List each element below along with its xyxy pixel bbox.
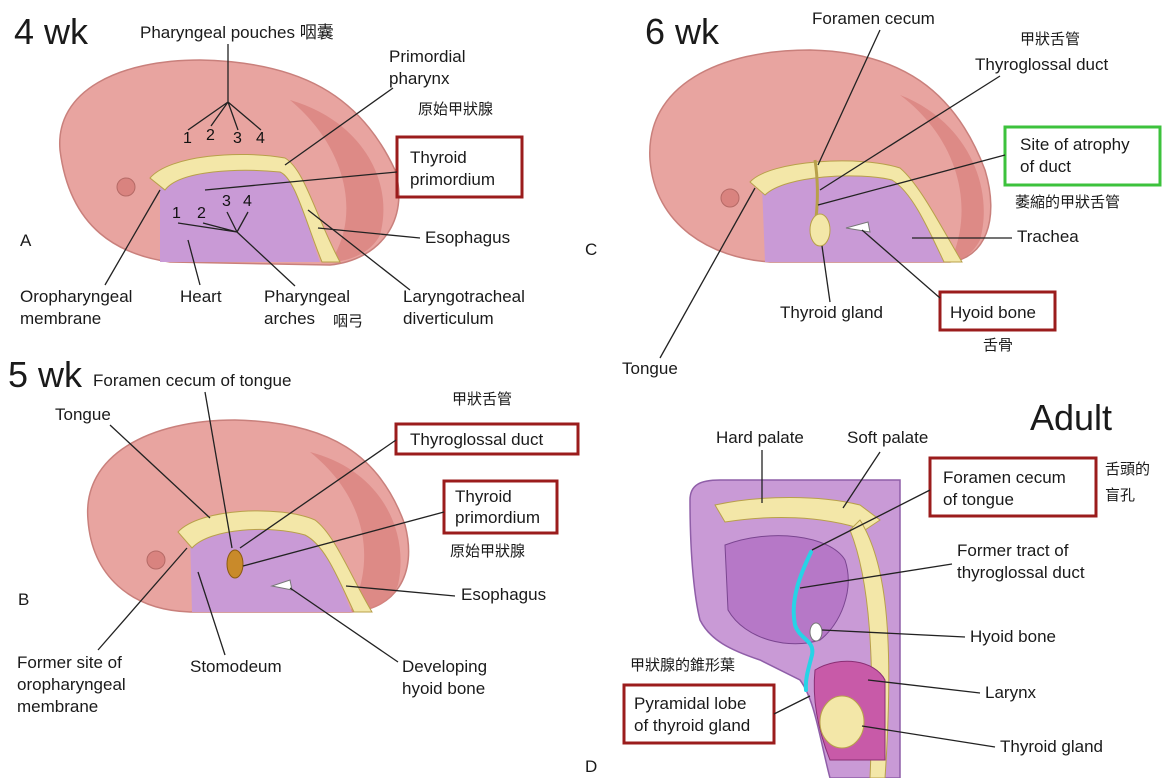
panel-b-letter: B [18, 590, 29, 609]
panel-b-stage: 5 wk [8, 354, 83, 395]
label-primordial-pharynx-2: pharynx [389, 69, 450, 88]
panel-c-eye [721, 189, 739, 207]
panel-c: 6 wk C Foramen cecum 甲狀舌管 Thyroglossal d… [585, 9, 1160, 378]
panel-b: 5 wk B Foramen cecum of tongue Tongue 甲狀… [8, 354, 578, 716]
label-former-site-3: membrane [17, 697, 98, 716]
label-arches-zh: 咽弓 [333, 313, 363, 330]
label-former-tract-1: Former tract of [957, 541, 1069, 560]
label-thyroid-a-1: Thyroid [410, 148, 467, 167]
label-pyramidal-zh: 甲狀腺的錐形葉 [630, 657, 735, 674]
label-laryngotracheal-2: diverticulum [403, 309, 494, 328]
panel-a-eye [117, 178, 135, 196]
panel-c-letter: C [585, 240, 597, 259]
panel-a: 4 wk A Pharyngeal pouches 咽囊 1 2 3 4 1 2… [14, 11, 525, 330]
arch-number-3: 3 [222, 193, 231, 210]
label-soft-palate: Soft palate [847, 428, 928, 447]
arch-number-1: 1 [172, 205, 181, 222]
label-pyramidal-1: Pyramidal lobe [634, 694, 746, 713]
label-thyroglossal-duct-b: Thyroglossal duct [410, 430, 544, 449]
label-duct-zh-b: 甲狀舌管 [452, 391, 512, 408]
label-foramen-zh-1: 舌頭的 [1105, 461, 1150, 478]
panel-c-thyroid [810, 214, 830, 246]
label-larynx: Larynx [985, 683, 1037, 702]
label-developing-hyoid-2: hyoid bone [402, 679, 485, 698]
label-primordial-pharynx-1: Primordial [389, 47, 466, 66]
label-thyroid-b-1: Thyroid [455, 487, 512, 506]
label-tongue-b: Tongue [55, 405, 111, 424]
label-thyroid-gland-c: Thyroid gland [780, 303, 883, 322]
panel-d-stage: Adult [1030, 397, 1112, 438]
arch-number-4: 4 [243, 193, 252, 210]
label-foramen-d-1: Foramen cecum [943, 468, 1066, 487]
panel-b-thyroid-primordium [227, 550, 243, 578]
panel-d-thyroid [820, 696, 864, 748]
label-heart: Heart [180, 287, 222, 306]
panel-d-letter: D [585, 757, 597, 776]
label-esophagus-b: Esophagus [461, 585, 546, 604]
label-oropharyngeal-2: membrane [20, 309, 101, 328]
pouch-number-4: 4 [256, 130, 265, 147]
label-atrophy-zh: 萎縮的甲狀舌管 [1015, 194, 1120, 211]
label-foramen-cecum-c: Foramen cecum [812, 9, 935, 28]
label-developing-hyoid-1: Developing [402, 657, 487, 676]
label-pharyngeal-arches-2: arches [264, 309, 315, 328]
label-hyoid-c: Hyoid bone [950, 303, 1036, 322]
panel-d-hyoid [810, 623, 822, 641]
pouch-number-1: 1 [183, 130, 192, 147]
panel-a-stage: 4 wk [14, 11, 89, 52]
panel-c-stage: 6 wk [645, 11, 720, 52]
label-primordial-zh: 原始甲狀腺 [418, 101, 493, 118]
label-foramen-d-2: of tongue [943, 490, 1014, 509]
label-thyroid-a-2: primordium [410, 170, 495, 189]
label-laryngotracheal-1: Laryngotracheal [403, 287, 525, 306]
label-atrophy-1: Site of atrophy [1020, 135, 1130, 154]
label-hyoid-d: Hyoid bone [970, 627, 1056, 646]
label-pyramidal-2: of thyroid gland [634, 716, 750, 735]
panel-d-tongue [725, 536, 848, 644]
label-esophagus-a: Esophagus [425, 228, 510, 247]
label-thyroid-zh-b: 原始甲狀腺 [450, 543, 525, 560]
panel-b-eye [147, 551, 165, 569]
pouch-number-2: 2 [206, 127, 215, 144]
label-former-site-2: oropharyngeal [17, 675, 126, 694]
label-atrophy-2: of duct [1020, 157, 1071, 176]
label-foramen-zh-2: 盲孔 [1105, 487, 1135, 504]
label-thyroglossal-duct-c: Thyroglossal duct [975, 55, 1109, 74]
arch-number-2: 2 [197, 205, 206, 222]
label-oropharyngeal-1: Oropharyngeal [20, 287, 132, 306]
label-thyroid-gland-d: Thyroid gland [1000, 737, 1103, 756]
label-trachea: Trachea [1017, 227, 1079, 246]
label-pharyngeal-arches-1: Pharyngeal [264, 287, 350, 306]
label-tongue-c: Tongue [622, 359, 678, 378]
label-pharyngeal-pouches: Pharyngeal pouches 咽囊 [140, 23, 334, 42]
label-former-site-1: Former site of [17, 653, 122, 672]
label-hyoid-zh: 舌骨 [983, 337, 1013, 354]
label-hard-palate: Hard palate [716, 428, 804, 447]
label-foramen-cecum-b: Foramen cecum of tongue [93, 371, 291, 390]
label-thyroid-b-2: primordium [455, 508, 540, 527]
panel-d: Adult D Hard palate Soft palate Foramen … [585, 397, 1150, 778]
pyramidal-leader [774, 696, 810, 714]
pouch-number-3: 3 [233, 130, 242, 147]
label-duct-zh-c: 甲狀舌管 [1020, 31, 1080, 48]
label-stomodeum: Stomodeum [190, 657, 282, 676]
label-former-tract-2: thyroglossal duct [957, 563, 1085, 582]
panel-a-letter: A [20, 231, 32, 250]
